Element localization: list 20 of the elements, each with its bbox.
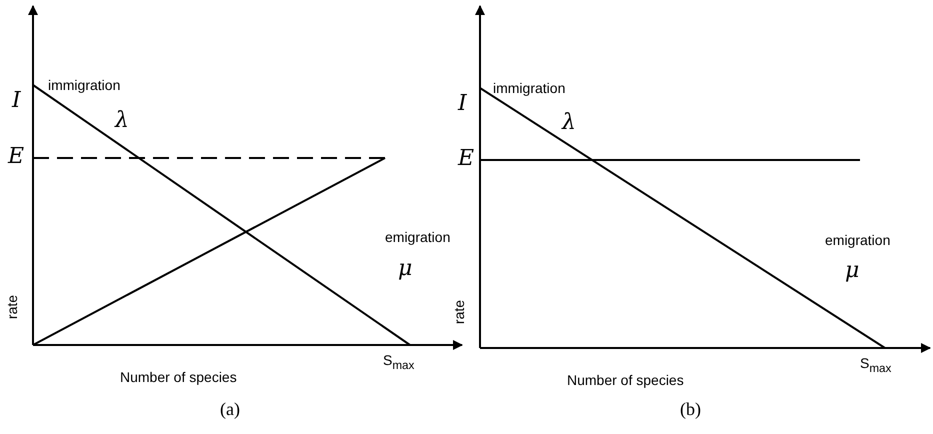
curve-symbol: λ bbox=[115, 110, 129, 132]
axis-value-label: S$_{max}$ bbox=[383, 353, 414, 372]
axis-title: rate bbox=[5, 294, 20, 320]
curve-label: immigration bbox=[493, 81, 566, 95]
curve-label: immigration bbox=[48, 78, 120, 92]
axis-title: rate bbox=[452, 300, 466, 324]
axis-title: Number of species bbox=[120, 370, 237, 384]
curve-symbol: λ bbox=[562, 112, 576, 134]
axis-value-label: E bbox=[458, 148, 474, 170]
curve-symbol: μ bbox=[398, 258, 412, 280]
axis-value-label: E bbox=[8, 146, 24, 168]
axis-value-label: I bbox=[12, 90, 21, 112]
axis-title: Number of species bbox=[567, 373, 684, 387]
axis-value-label: I bbox=[458, 93, 467, 115]
axis-value-label: S$_{max}$ bbox=[860, 356, 892, 374]
curve-label: emigration bbox=[825, 233, 890, 247]
panel-label: (b) bbox=[680, 400, 701, 418]
curve-symbol: μ bbox=[845, 260, 860, 282]
curve-label: emigration bbox=[385, 230, 450, 244]
panel-label: (a) bbox=[220, 400, 240, 418]
